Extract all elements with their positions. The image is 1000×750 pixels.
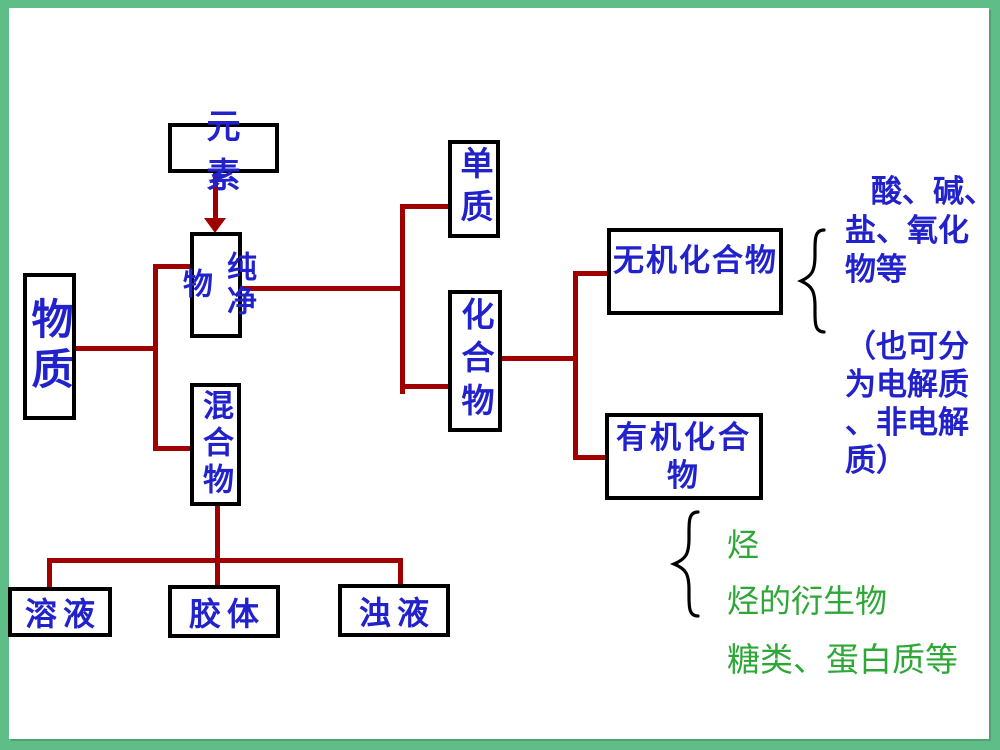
note-line: 盐、氧化 bbox=[845, 213, 969, 248]
note-line: 酸、碱、 bbox=[871, 174, 995, 209]
box-organic-compound-label: 有机化合物 bbox=[616, 419, 752, 493]
note-line: 为电解质 bbox=[845, 367, 969, 402]
connector-compound-vertical bbox=[573, 271, 578, 460]
connector-matter-right bbox=[76, 346, 157, 351]
organic-example-hydrocarbon: 烃 bbox=[727, 527, 760, 563]
note-line: （也可分 bbox=[845, 329, 969, 364]
box-turbid-liquid-label: 浊液 bbox=[358, 594, 435, 631]
connector-to-mixture bbox=[158, 446, 190, 451]
note-line: 、非电解 bbox=[845, 405, 969, 440]
box-simple-substance: 单质 bbox=[448, 140, 500, 238]
connector-to-inorganic bbox=[578, 271, 607, 276]
connector-pure-vertical bbox=[400, 204, 405, 394]
connector-bottom-horizontal bbox=[47, 558, 403, 563]
box-pure-substance: 纯净物 bbox=[178, 232, 255, 338]
box-inorganic-compound: 无机化合物 bbox=[607, 228, 783, 315]
box-colloid: 胶体 bbox=[168, 585, 280, 638]
box-pure-substance-label: 纯净物 bbox=[178, 251, 255, 319]
connector-to-solution bbox=[47, 563, 52, 589]
organic-example-sugars-proteins: 糖类、蛋白质等 bbox=[727, 641, 958, 678]
box-organic-compound: 有机化合物 bbox=[605, 413, 763, 500]
box-element: 元素 bbox=[168, 108, 279, 195]
connector-pure-right bbox=[242, 286, 404, 291]
note-line: 质） bbox=[845, 443, 907, 478]
box-matter: 物质 bbox=[23, 273, 76, 420]
box-inorganic-compound-label: 无机化合物 bbox=[613, 243, 778, 278]
connector-element-to-pure bbox=[213, 173, 218, 220]
connector-to-turbid bbox=[398, 563, 403, 586]
connector-to-organic bbox=[578, 455, 605, 460]
box-colloid-label: 胶体 bbox=[188, 595, 265, 632]
box-simple-substance-label: 单质 bbox=[456, 146, 493, 232]
curly-brace-left-icon bbox=[669, 510, 700, 618]
box-turbid-liquid: 浊液 bbox=[338, 584, 450, 637]
box-solution: 溶液 bbox=[8, 587, 112, 637]
connector-to-pure bbox=[158, 264, 190, 269]
note-line: 物等 bbox=[845, 252, 907, 287]
connector-matter-vertical bbox=[153, 264, 158, 451]
arrow-down-icon bbox=[204, 218, 226, 233]
box-compound-label: 化合物 bbox=[457, 296, 494, 426]
box-mixture-label: 混合物 bbox=[198, 389, 233, 500]
connector-to-simple bbox=[405, 204, 448, 209]
organic-example-derivatives: 烃的衍生物 bbox=[727, 583, 888, 619]
connector-compound-right bbox=[502, 356, 578, 361]
note-electrolyte: （也可分 为电解质 、非电解 质） bbox=[845, 328, 997, 480]
box-compound: 化合物 bbox=[448, 290, 502, 432]
connector-to-compound bbox=[405, 384, 448, 389]
box-element-label: 元素 bbox=[206, 108, 253, 195]
curly-brace-left-icon bbox=[797, 228, 826, 334]
connector-mixture-down bbox=[215, 506, 220, 563]
box-solution-label: 溶液 bbox=[24, 596, 101, 632]
box-mixture: 混合物 bbox=[190, 383, 241, 506]
box-matter-label: 物质 bbox=[26, 296, 73, 397]
note-inorganic-examples: 酸、碱、 盐、氧化 物等 bbox=[845, 172, 997, 289]
connector-to-colloid bbox=[215, 563, 220, 587]
